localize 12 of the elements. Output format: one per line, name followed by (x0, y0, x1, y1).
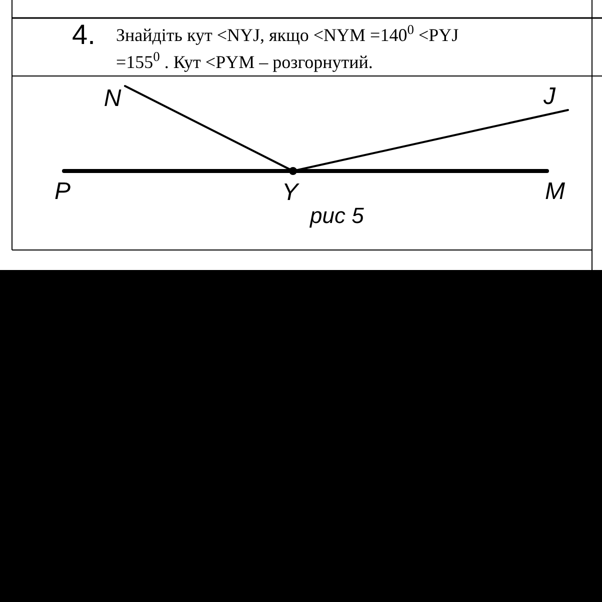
point-label: J (537, 84, 562, 110)
line-segment (124, 85, 290, 170)
figure-caption: рис 5 (310, 205, 364, 227)
line-segment (295, 169, 549, 173)
task-text: Знайдіть кут <NYJ, якщо <NYM =140$^{0}$ <PYJ =155$^{0}$ . Кут <PYM – розгорнутий. (116, 22, 460, 74)
line-segment (62, 169, 291, 173)
point-label: P (50, 179, 75, 205)
point-label: M (540, 179, 570, 205)
point-label: Y (282, 181, 298, 205)
line-segment (296, 109, 569, 172)
point-label: N (100, 86, 125, 112)
task-number: 4. (72, 18, 96, 52)
